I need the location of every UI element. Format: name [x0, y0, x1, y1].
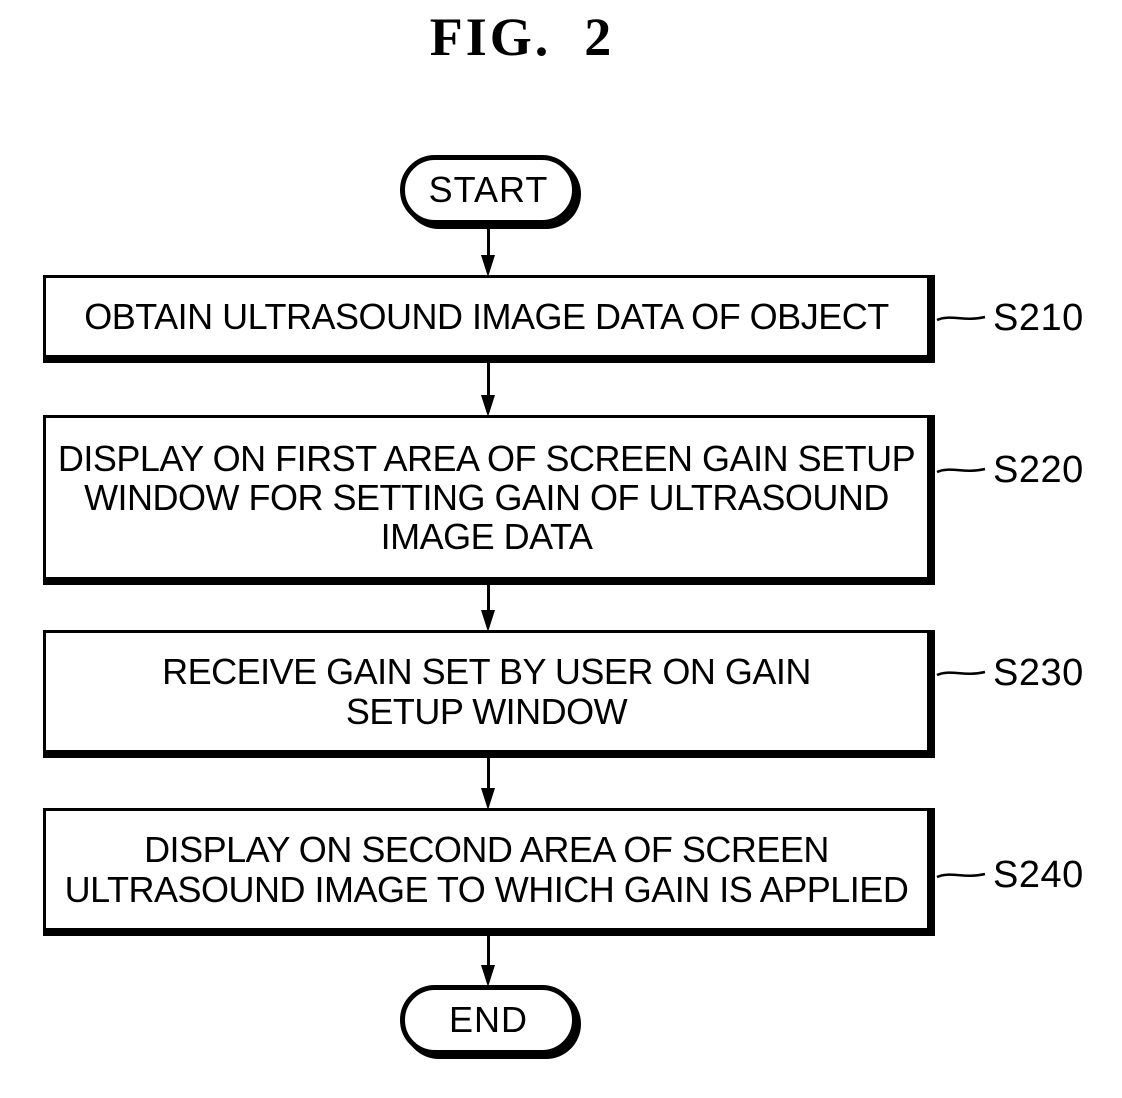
step-box-s220: DISPLAY ON FIRST AREA OF SCREEN GAIN SET… — [43, 415, 935, 585]
arrow-shaft — [486, 583, 490, 614]
step-text-s220: DISPLAY ON FIRST AREA OF SCREEN GAIN SET… — [57, 437, 916, 558]
tag-connector-line — [936, 467, 986, 474]
step-tag-label: S210 — [993, 296, 1084, 339]
step-tag-label: S240 — [993, 853, 1084, 896]
flow-arrow-start-to-s210 — [480, 224, 496, 277]
arrow-head-icon — [481, 965, 495, 987]
arrow-head-icon — [481, 395, 495, 417]
step-tag-s210: S210 — [936, 295, 1084, 341]
tag-connector-line — [936, 670, 986, 677]
step-tag-label: S230 — [993, 651, 1084, 694]
step-tag-label: S220 — [993, 448, 1084, 491]
figure-title: FIG. 2 — [429, 7, 615, 67]
flow-arrow-s220-to-s230 — [480, 583, 496, 632]
tag-connector-line — [936, 315, 986, 322]
start-terminal: START — [400, 155, 577, 225]
step-text-s210: OBTAIN ULTRASOUND IMAGE DATA OF OBJECT — [84, 295, 889, 337]
arrow-shaft — [486, 361, 490, 399]
step-box-s240: DISPLAY ON SECOND AREA OF SCREEN ULTRASO… — [43, 808, 935, 936]
step-tag-s240: S240 — [936, 852, 1084, 898]
arrow-shaft — [486, 756, 490, 792]
step-box-s210: OBTAIN ULTRASOUND IMAGE DATA OF OBJECT — [43, 275, 935, 363]
step-tag-s230: S230 — [936, 650, 1084, 696]
arrow-shaft — [486, 224, 490, 259]
flow-arrow-s240-to-end — [480, 934, 496, 987]
step-tag-s220: S220 — [936, 447, 1084, 493]
arrow-head-icon — [481, 788, 495, 810]
step-text-s240: DISPLAY ON SECOND AREA OF SCREEN ULTRASO… — [64, 829, 909, 910]
arrow-head-icon — [481, 255, 495, 277]
end-terminal: END — [400, 985, 577, 1055]
step-text-s230: RECEIVE GAIN SET BY USER ON GAIN SETUP W… — [162, 651, 811, 732]
arrow-shaft — [486, 934, 490, 969]
step-box-s230: RECEIVE GAIN SET BY USER ON GAIN SETUP W… — [43, 630, 935, 758]
flow-arrow-s210-to-s220 — [480, 361, 496, 417]
tag-connector-line — [936, 872, 986, 879]
arrow-head-icon — [481, 610, 495, 632]
end-terminal-label: END — [448, 999, 528, 1040]
start-terminal-label: START — [428, 169, 549, 210]
flow-arrow-s230-to-s240 — [480, 756, 496, 810]
